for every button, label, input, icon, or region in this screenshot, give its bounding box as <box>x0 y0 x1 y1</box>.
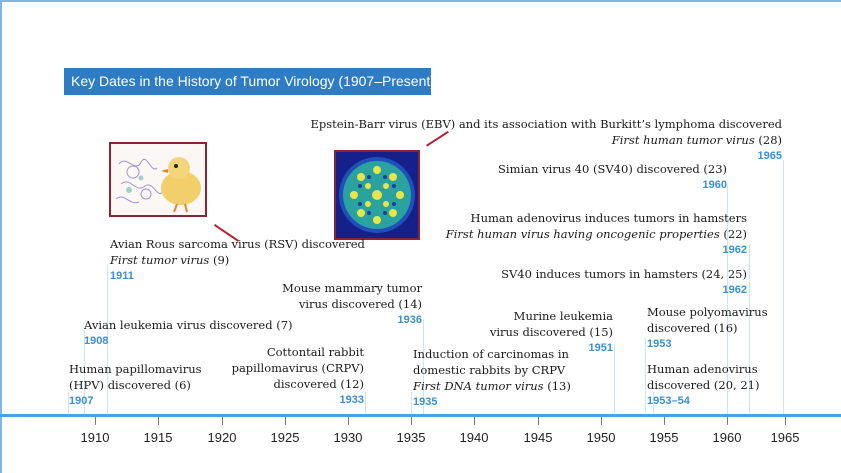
tick-label: 1950 <box>586 430 616 445</box>
guide-line-1908 <box>84 330 85 414</box>
tick-1950 <box>601 417 602 425</box>
event-year: 1933 <box>339 394 364 406</box>
tick-1925 <box>285 417 286 425</box>
guide-line-1954 <box>653 392 654 414</box>
tick-label: 1910 <box>80 430 110 445</box>
tick-label: 1955 <box>649 430 679 445</box>
page-title: Key Dates in the History of Tumor Virolo… <box>64 68 435 95</box>
tick-label: 1930 <box>333 430 363 445</box>
tick-label: 1915 <box>143 430 173 445</box>
event-year: 1911 <box>110 270 134 282</box>
tick-1940 <box>474 417 475 425</box>
tick-1960 <box>727 417 728 425</box>
event-crpv-carcinoma: Induction of carcinomas in domestic rabb… <box>413 347 571 408</box>
event-year: 1965 <box>757 150 782 162</box>
tick-label: 1940 <box>459 430 489 445</box>
event-year: 1908 <box>84 335 109 347</box>
event-year: 1962 <box>722 284 747 296</box>
event-adenovirus-tumors: Human adenovirus induces tumors in hamst… <box>445 211 747 256</box>
event-sv40: Simian virus 40 (SV40) discovered (23) 1… <box>498 162 727 191</box>
timeline-axis <box>0 414 841 417</box>
guide-line-1911 <box>107 265 108 414</box>
tick-1955 <box>664 417 665 425</box>
guide-line-1907 <box>68 392 69 414</box>
event-year: 1960 <box>702 179 727 191</box>
guide-line-1951 <box>614 345 615 414</box>
tick-label: 1920 <box>207 430 237 445</box>
tick-1910 <box>95 417 96 425</box>
event-year: 1951 <box>588 342 613 354</box>
tick-label: 1965 <box>770 430 800 445</box>
event-crpv: Cottontail rabbit papillomavirus (CRPV) … <box>231 345 364 406</box>
event-mlv: Murine leukemia virus discovered (15) 19… <box>489 309 613 354</box>
event-mmtv: Mouse mammary tumor virus discovered (14… <box>282 281 422 326</box>
event-rsv: Avian Rous sarcoma virus (RSV) discovere… <box>110 237 365 282</box>
guide-line-1936 <box>423 320 424 414</box>
tick-1920 <box>222 417 223 425</box>
guide-line-1965 <box>783 160 784 414</box>
guide-line-1962 <box>749 245 750 414</box>
guide-line-1953 <box>645 338 646 414</box>
tick-label: 1935 <box>396 430 426 445</box>
tick-1965 <box>785 417 786 425</box>
event-sv40-tumors: SV40 induces tumors in hamsters (24, 25)… <box>501 267 747 296</box>
tick-1930 <box>348 417 349 425</box>
tick-label: 1945 <box>523 430 553 445</box>
tick-1935 <box>411 417 412 425</box>
chick-image <box>109 142 207 217</box>
tick-label: 1960 <box>712 430 742 445</box>
guide-line-1960 <box>727 185 728 414</box>
event-polyoma: Mouse polyomavirus discovered (16) 1953 <box>647 305 768 350</box>
event-ebv: Epstein-Barr virus (EBV) and its associa… <box>310 117 782 162</box>
virus-micrograph-image <box>334 150 420 240</box>
event-human-adenovirus: Human adenovirus discovered (20, 21) 195… <box>647 362 760 407</box>
event-hpv: Human papillomavirus (HPV) discovered (6… <box>69 362 202 407</box>
event-year: 1935 <box>413 396 438 408</box>
event-year: 1962 <box>722 244 747 256</box>
event-alv: Avian leukemia virus discovered (7) 1908 <box>84 318 293 347</box>
guide-line-1935 <box>411 392 412 414</box>
event-year: 1907 <box>69 395 94 407</box>
tick-1915 <box>158 417 159 425</box>
event-year: 1953 <box>647 338 672 350</box>
event-year: 1936 <box>397 314 422 326</box>
tick-1945 <box>538 417 539 425</box>
tick-label: 1925 <box>270 430 300 445</box>
event-year: 1953–54 <box>647 395 690 407</box>
guide-line-1933 <box>365 392 366 414</box>
